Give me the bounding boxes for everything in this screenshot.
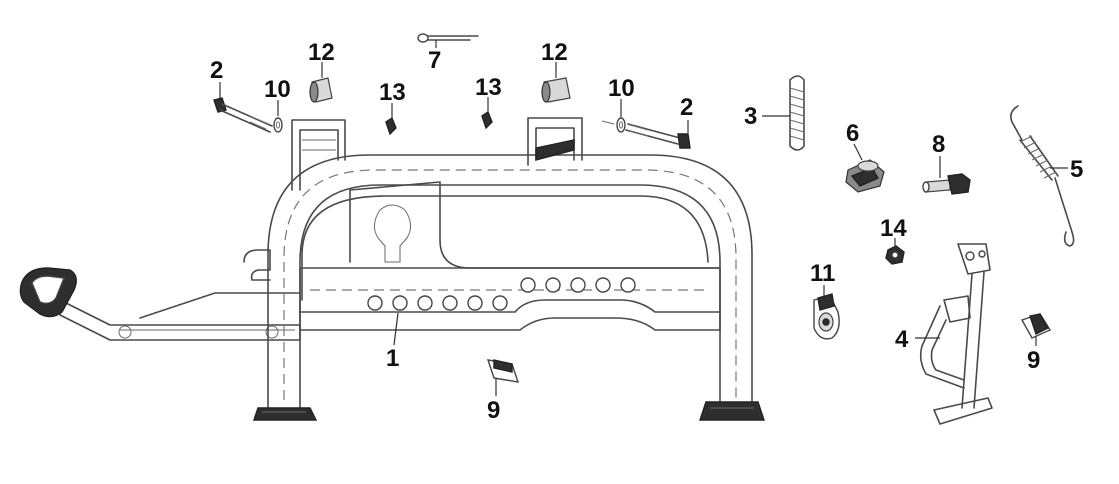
- label-nut-large: 6: [846, 120, 859, 147]
- label-pin: 8: [932, 131, 945, 158]
- label-clip-left: 13: [379, 79, 406, 106]
- label-rubber-center: 9: [487, 397, 500, 424]
- rubber-pad-right: [1020, 313, 1052, 339]
- bolt-right: [625, 123, 691, 149]
- label-rubber-right: 9: [1027, 347, 1040, 374]
- switch: [813, 293, 840, 340]
- label-spring-small: 3: [744, 103, 757, 130]
- side-stand: [919, 243, 993, 425]
- spring-small: [789, 75, 805, 151]
- rubber-pad-center: [486, 359, 520, 383]
- label-cotter-pin: 7: [428, 47, 441, 74]
- cotter-pin: [417, 33, 479, 43]
- bushing-left: [309, 77, 333, 103]
- main-stand-holes: [367, 277, 636, 311]
- label-bushing-left: 12: [308, 39, 335, 66]
- label-clip-right: 13: [475, 74, 502, 101]
- label-washer-right: 10: [608, 75, 635, 102]
- label-nut-small: 14: [880, 215, 907, 242]
- label-bolt-left: 2: [210, 57, 223, 84]
- clip-right: [481, 110, 493, 130]
- washer-right: [601, 117, 626, 133]
- bushing-right: [541, 77, 571, 103]
- label-side-stand: 4: [895, 326, 909, 353]
- pin: [922, 173, 971, 195]
- spring-long: [1010, 105, 1075, 247]
- nut-small: [885, 245, 905, 265]
- label-bolt-right: 2: [680, 94, 693, 121]
- bracket-right: [527, 117, 583, 166]
- clip-left: [385, 116, 397, 136]
- label-spring-long: 5: [1070, 156, 1083, 183]
- bracket-left: [291, 119, 346, 191]
- label-main-stand: 1: [386, 345, 399, 372]
- label-switch: 11: [810, 260, 835, 287]
- bolt-left: [213, 97, 273, 133]
- nut-large: [845, 159, 885, 193]
- label-bushing-right: 12: [541, 39, 568, 66]
- label-washer-left: 10: [264, 76, 291, 103]
- washer-left: [273, 117, 283, 133]
- main-stand-frame: [19, 117, 765, 421]
